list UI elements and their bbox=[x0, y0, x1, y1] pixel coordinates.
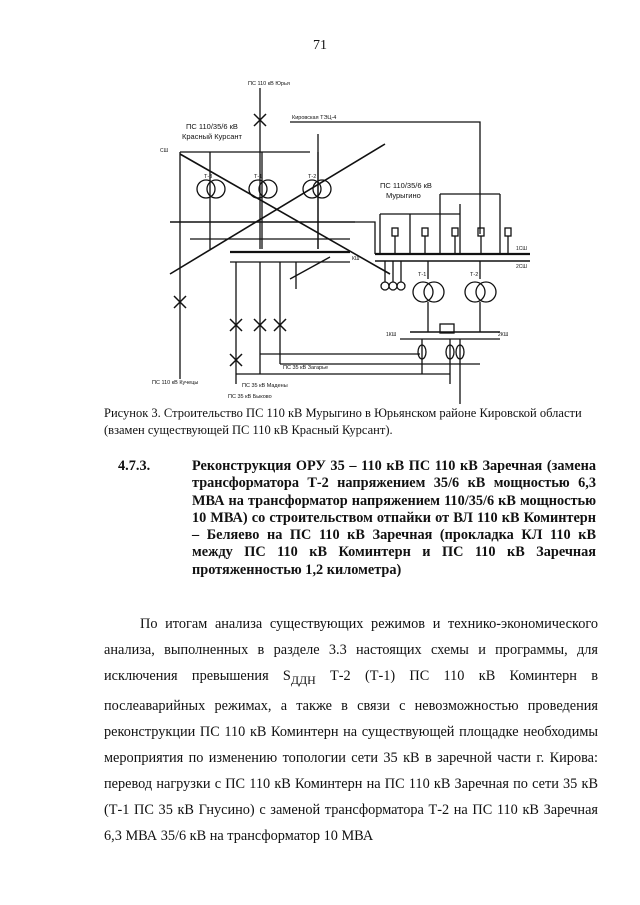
label-ps-madeny: ПС 35 кВ Мадены bbox=[242, 383, 288, 389]
label-ps-zagarye: ПС 35 кВ Загарье bbox=[283, 365, 328, 371]
label-2sh: 2СШ bbox=[516, 264, 527, 270]
label-t3-left: Т-3 bbox=[204, 174, 212, 180]
label-t1-right: Т-1 bbox=[418, 272, 426, 278]
section-title: Реконструкция ОРУ 35 – 110 кВ ПС 110 кВ … bbox=[192, 458, 596, 578]
section-number: 4.7.3. bbox=[118, 458, 151, 474]
label-t1-left: Т-1 bbox=[254, 174, 262, 180]
label-ksh: КШ bbox=[352, 256, 360, 262]
paragraph-text: По итогам анализа существующих режимов и… bbox=[104, 611, 598, 849]
body-paragraph: По итогам анализа существующих режимов и… bbox=[104, 611, 598, 849]
single-line-diagram: ПС 110 кВ Юрья Кировская ТЭЦ-4 ПС 110/35… bbox=[150, 74, 550, 404]
label-ps-krasny-2: Красный Курсант bbox=[182, 132, 243, 141]
label-tec4: Кировская ТЭЦ-4 bbox=[292, 115, 336, 121]
label-1sh: 1СШ bbox=[516, 246, 527, 252]
label-ps-bykovo: ПС 35 кВ Быково bbox=[228, 394, 272, 400]
label-1ksh: 1КШ bbox=[386, 332, 397, 338]
label-csh: СШ bbox=[160, 148, 169, 154]
label-t2-right: Т-2 bbox=[470, 272, 478, 278]
label-ps-murygino-1: ПС 110/35/6 кВ bbox=[380, 181, 432, 190]
subscript-ddn: ДДН bbox=[290, 672, 316, 687]
paragraph-text-start: По итогам анализа существующих режимов и… bbox=[104, 616, 598, 684]
figure-caption: Рисунок 3. Строительство ПС 110 кВ Мурыг… bbox=[104, 406, 582, 437]
label-ps-krasny-1: ПС 110/35/6 кВ bbox=[186, 122, 238, 131]
label-t2-left: Т-2 bbox=[308, 174, 316, 180]
page-number: 71 bbox=[313, 38, 327, 53]
label-ps-yurya: ПС 110 кВ Юрья bbox=[248, 81, 290, 87]
diagram-svg: ПС 110 кВ Юрья Кировская ТЭЦ-4 ПС 110/35… bbox=[152, 81, 530, 404]
paragraph-text-end: Т-2 (Т-1) ПС 110 кВ Коминтерн в послеава… bbox=[104, 668, 598, 844]
label-ps-kuchenki: ПС 110 кВ Кучецы bbox=[152, 380, 198, 386]
label-2ksh: 2КШ bbox=[498, 332, 509, 338]
section-heading: 4.7.3. Реконструкция ОРУ 35 – 110 кВ ПС … bbox=[118, 458, 596, 579]
label-ps-murygino-2: Мурыгино bbox=[386, 191, 421, 200]
